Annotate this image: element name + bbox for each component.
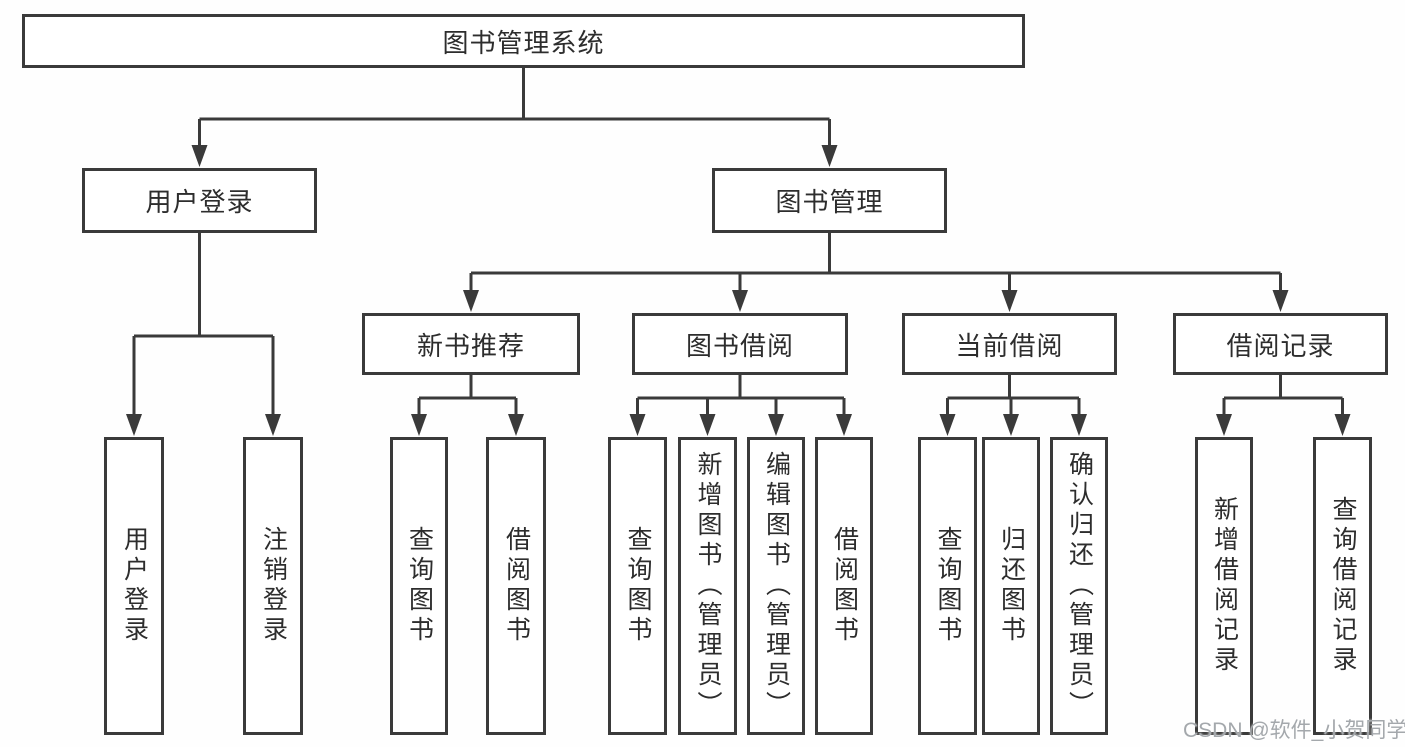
leaf-br-add-record-label: 新增借阅记录 bbox=[1210, 496, 1239, 676]
leaf-bb-add-book-label: 新增图书（管理员） bbox=[694, 451, 722, 721]
leaf-logout-label: 注销登录 bbox=[259, 526, 288, 646]
leaf-rec-borrow-book-label: 借阅图书 bbox=[502, 526, 531, 646]
connector-bookmgmt-to-level3 bbox=[469, 233, 1282, 292]
node-new-book-recommend-label: 新书推荐 bbox=[416, 330, 525, 361]
leaf-br-query-record: 查询借阅记录 bbox=[1313, 437, 1372, 735]
arrowhead bbox=[629, 414, 646, 436]
node-borrow-records-label: 借阅记录 bbox=[1226, 330, 1335, 361]
leaf-bb-query-book: 查询图书 bbox=[608, 437, 667, 735]
arrowhead bbox=[939, 414, 956, 436]
csdn-watermark: CSDN @软件_小贺同学 bbox=[1183, 719, 1405, 742]
node-book-borrow: 图书借阅 bbox=[632, 313, 848, 375]
node-borrow-records: 借阅记录 bbox=[1173, 313, 1388, 375]
arrowhead bbox=[1216, 414, 1232, 436]
leaf-cb-return-book-label: 归还图书 bbox=[997, 526, 1026, 646]
leaf-bb-add-book: 新增图书（管理员） bbox=[678, 437, 737, 735]
arrowhead bbox=[768, 414, 784, 436]
connector-lines bbox=[132, 68, 1344, 416]
connector-borrowrecords-to-leaves bbox=[1222, 375, 1344, 416]
leaf-rec-query-book: 查询图书 bbox=[390, 437, 448, 735]
arrowhead bbox=[821, 145, 838, 167]
arrowhead bbox=[411, 414, 427, 436]
leaf-cb-return-book: 归还图书 bbox=[982, 437, 1040, 735]
connector-bookborrow-to-leaves bbox=[636, 375, 846, 416]
node-root: 图书管理系统 bbox=[22, 14, 1025, 68]
arrowhead bbox=[699, 414, 716, 436]
arrowhead bbox=[265, 414, 281, 436]
arrowhead bbox=[1272, 290, 1289, 312]
leaf-br-query-record-label: 查询借阅记录 bbox=[1329, 496, 1357, 676]
leaf-user-login: 用户登录 bbox=[104, 437, 164, 735]
node-current-borrow: 当前借阅 bbox=[902, 313, 1117, 375]
connector-userlogin-to-leaves bbox=[132, 233, 275, 416]
leaf-bb-edit-book: 编辑图书（管理员） bbox=[747, 437, 805, 735]
leaf-cb-query-book: 查询图书 bbox=[918, 437, 977, 735]
arrowhead bbox=[1003, 414, 1019, 436]
leaf-bb-edit-book-label: 编辑图书（管理员） bbox=[762, 451, 791, 721]
arrowhead bbox=[463, 290, 479, 312]
connector-newbookrec-to-leaves bbox=[417, 375, 518, 416]
leaf-bb-query-book-label: 查询图书 bbox=[624, 526, 652, 646]
node-book-borrow-label: 图书借阅 bbox=[685, 330, 794, 361]
node-user-login: 用户登录 bbox=[82, 168, 317, 233]
leaf-cb-query-book-label: 查询图书 bbox=[934, 526, 962, 646]
leaf-rec-query-book-label: 查询图书 bbox=[405, 526, 434, 646]
node-book-management-label: 图书管理 bbox=[775, 187, 884, 217]
node-user-login-label: 用户登录 bbox=[145, 187, 254, 217]
leaf-user-login-label: 用户登录 bbox=[120, 526, 149, 646]
arrowhead bbox=[1001, 290, 1018, 312]
leaf-bb-borrow-book: 借阅图书 bbox=[815, 437, 873, 735]
leaf-br-add-record: 新增借阅记录 bbox=[1195, 437, 1253, 735]
arrowhead bbox=[126, 414, 142, 436]
node-root-label: 图书管理系统 bbox=[442, 27, 605, 58]
node-book-management: 图书管理 bbox=[712, 168, 947, 233]
node-current-borrow-label: 当前借阅 bbox=[955, 330, 1064, 361]
leaf-rec-borrow-book: 借阅图书 bbox=[486, 437, 546, 735]
connector-root-to-level2 bbox=[198, 68, 831, 147]
node-new-book-recommend: 新书推荐 bbox=[362, 313, 580, 375]
arrowheads bbox=[126, 145, 1351, 436]
arrowhead bbox=[508, 414, 524, 436]
leaf-logout: 注销登录 bbox=[243, 437, 303, 735]
connector-currentborrow-to-leaves bbox=[946, 375, 1081, 416]
arrowhead bbox=[191, 145, 208, 167]
leaf-bb-borrow-book-label: 借阅图书 bbox=[830, 526, 859, 646]
arrowhead bbox=[1334, 414, 1351, 436]
arrowhead bbox=[1071, 414, 1087, 436]
arrowhead bbox=[836, 414, 852, 436]
leaf-cb-confirm-return: 确认归还（管理员） bbox=[1050, 437, 1108, 735]
arrowhead bbox=[732, 290, 748, 312]
leaf-cb-confirm-return-label: 确认归还（管理员） bbox=[1065, 451, 1094, 721]
